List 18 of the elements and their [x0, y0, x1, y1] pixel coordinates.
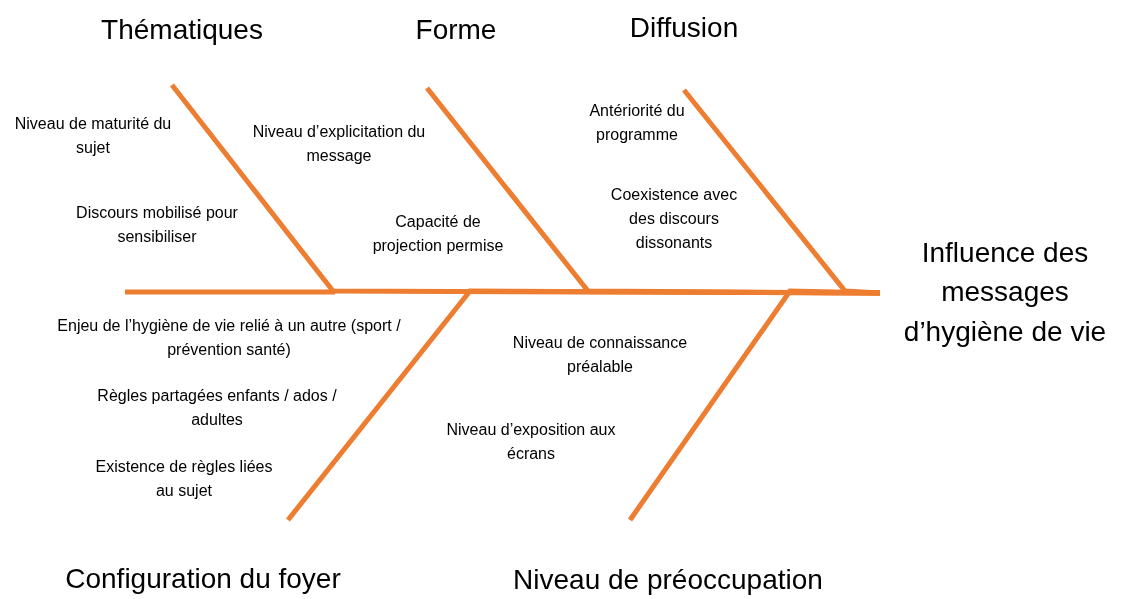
category-heading: Configuration du foyer	[65, 561, 341, 596]
category-heading: Forme	[415, 13, 497, 47]
cause-label: Antériorité du programme	[588, 101, 686, 145]
cause-label: Niveau de maturité du sujet	[13, 114, 173, 158]
category-heading: Niveau de préoccupation	[513, 562, 823, 597]
cause-label: Règles partagées enfants / ados / adultes	[96, 386, 338, 430]
fishbone-branch-line	[627, 288, 881, 522]
cause-label: Niveau d’exposition aux écrans	[445, 420, 617, 464]
cause-label: Existence de règles liées au sujet	[94, 457, 274, 501]
cause-label: Niveau de connaissance préalable	[511, 333, 689, 377]
cause-label: Capacité de projection permise	[371, 212, 505, 256]
cause-label: Coexistence avec des discours dissonants	[609, 185, 739, 253]
cause-label: Niveau d’explicitation du message	[251, 122, 427, 166]
category-heading: Thématiques	[101, 13, 263, 47]
effect-label: Influence des messages d’hygiène de vie	[902, 236, 1108, 349]
cause-label: Enjeu de l’hygiène de vie relié à un autre (sport / prévention santé)	[56, 316, 402, 360]
cause-label: Discours mobilisé pour sensibiliser	[75, 203, 239, 247]
category-heading: Diffusion	[629, 11, 739, 45]
